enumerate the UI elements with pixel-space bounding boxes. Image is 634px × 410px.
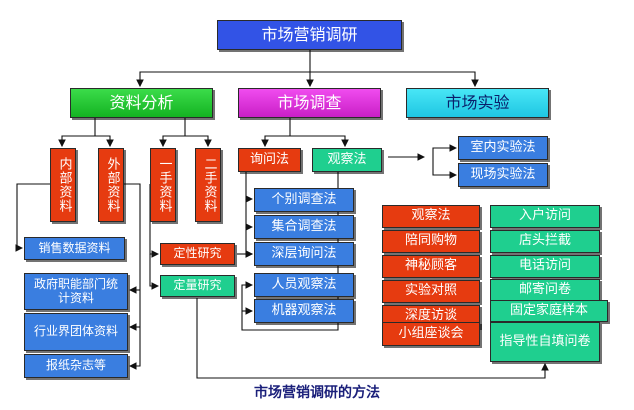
qualitative-item-observation: 观察法 xyxy=(382,205,480,228)
interview-item-group: 集合调查法 xyxy=(254,215,354,239)
root-title: 市场营销调研 xyxy=(217,20,402,50)
diagram-caption: 市场营销调研的方法 xyxy=(254,385,380,401)
quantitative-research: 定量研究 xyxy=(160,275,235,297)
quantitative-item-phone-interview: 电话访问 xyxy=(490,255,600,278)
quantitative-item-store-intercept: 店头拦截 xyxy=(490,230,600,253)
external-materials: 外部资料 xyxy=(98,148,124,222)
primary-materials: 一手资料 xyxy=(150,148,176,222)
market-survey: 市场调查 xyxy=(238,88,381,118)
interview-item-depth: 深层询问法 xyxy=(254,242,354,266)
interview-item-individual: 个别调查法 xyxy=(254,188,354,212)
quantitative-item-guided-self-completion: 指导性自填问卷 xyxy=(490,322,600,362)
external-item-government: 政府职能部门统计资料 xyxy=(24,273,128,310)
external-item-industry: 行业界团体资料 xyxy=(24,313,128,351)
observation-item-personnel: 人员观察法 xyxy=(254,273,354,297)
materials-analysis: 资料分析 xyxy=(70,88,213,118)
qualitative-item-focus-group: 小组座谈会 xyxy=(382,322,480,346)
quantitative-item-mail-questionnaire: 邮寄问卷 xyxy=(490,279,600,302)
internal-materials: 内部资料 xyxy=(50,148,76,222)
quantitative-item-home-visit: 入户访问 xyxy=(490,205,600,228)
quantitative-item-fixed-household-panel: 固定家庭样本 xyxy=(490,300,608,322)
qualitative-item-mystery-shopper: 神秘顾客 xyxy=(382,255,480,278)
qualitative-research: 定性研究 xyxy=(160,243,235,265)
qualitative-item-controlled-experiment: 实验对照 xyxy=(382,280,480,303)
market-experiment: 市场实验 xyxy=(406,88,549,118)
observation-item-machine: 机器观察法 xyxy=(254,299,354,323)
internal-item-sales-data: 销售数据资料 xyxy=(24,237,125,260)
experiment-item-field: 现场实验法 xyxy=(458,163,548,187)
secondary-materials: 二手资料 xyxy=(195,148,221,222)
qualitative-item-accompanied-shopping: 陪同购物 xyxy=(382,230,480,253)
experiment-item-indoor: 室内实验法 xyxy=(458,136,548,160)
interview-method: 询问法 xyxy=(238,148,301,172)
external-item-newspapers: 报纸杂志等 xyxy=(24,354,128,378)
observation-method: 观察法 xyxy=(312,148,382,172)
